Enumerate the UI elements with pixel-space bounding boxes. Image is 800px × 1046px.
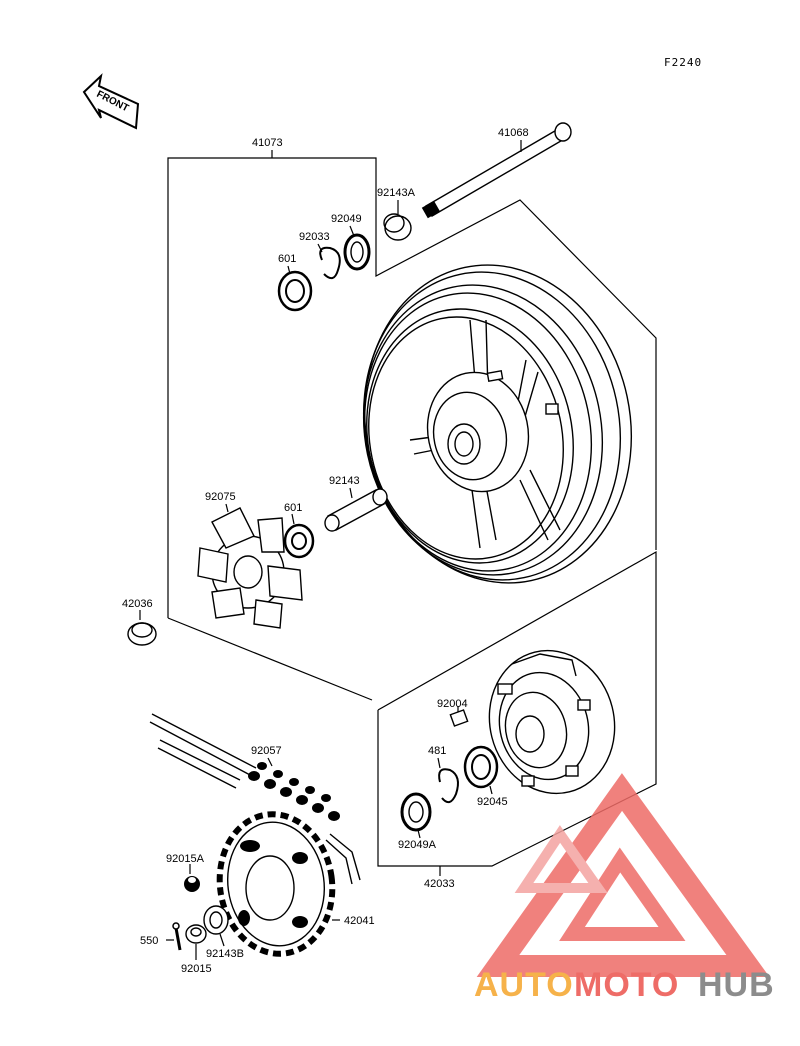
part-number-92075: 92075 [205, 491, 236, 503]
watermark-moto: MOTO [574, 966, 679, 1004]
part-number-92143B: 92143B [206, 948, 244, 960]
seal-92049A [400, 792, 432, 839]
seal-92049 [343, 225, 371, 271]
watermark-hub: HUB [698, 966, 775, 1004]
front-arrow-icon: FRONT [82, 73, 140, 130]
chain-92057 [149, 713, 361, 885]
part-number-92015: 92015 [181, 963, 212, 975]
part-number-92143A: 92143A [377, 187, 416, 199]
bearing-92045 [463, 745, 499, 795]
cotter-pin-550 [166, 922, 182, 951]
part-number-92143: 92143 [329, 475, 360, 487]
collar-92143B [203, 905, 229, 947]
part-number-92049A: 92049A [398, 839, 437, 851]
collar-92143A [383, 200, 412, 241]
part-number-601-mid: 601 [284, 502, 302, 514]
nut-92015 [185, 924, 207, 960]
watermark-text: AUTO MOTO HUB [474, 966, 775, 1004]
sprocket-coupling [488, 649, 616, 795]
bearing-601-mid [283, 513, 315, 559]
part-number-42036: 42036 [122, 598, 153, 610]
part-number-92057: 92057 [251, 745, 282, 757]
part-number-41073: 41073 [252, 137, 283, 149]
part-number-42033: 42033 [424, 878, 455, 890]
axle-41068 [421, 122, 572, 219]
assembly-outline-42033 [377, 550, 657, 876]
bearing-601-top [277, 265, 313, 312]
part-number-481: 481 [428, 745, 446, 757]
sleeve-92143 [324, 487, 388, 532]
assembly-outline-41073 [167, 150, 657, 701]
part-number-601-top: 601 [278, 253, 296, 265]
part-number-92004: 92004 [437, 698, 468, 710]
nut-42036 [127, 610, 157, 646]
part-number-92045: 92045 [477, 796, 508, 808]
part-number-92033: 92033 [299, 231, 330, 243]
damper-92075 [197, 503, 303, 629]
part-number-92015A: 92015A [166, 853, 205, 865]
nut-92015A [184, 864, 200, 892]
figure-code: F2240 [664, 56, 702, 69]
rear-sprocket-42041 [216, 811, 340, 957]
circlip-92033 [317, 243, 341, 280]
part-number-92049: 92049 [331, 213, 362, 225]
watermark-triangle-logo [476, 773, 770, 977]
part-number-550: 550 [140, 935, 158, 947]
rear-wheel-rim [362, 264, 633, 584]
part-number-42041: 42041 [344, 915, 375, 927]
watermark-auto: AUTO [474, 966, 574, 1004]
part-number-41068: 41068 [498, 127, 529, 139]
stud-92004 [449, 706, 469, 727]
circlip-481 [437, 757, 459, 804]
